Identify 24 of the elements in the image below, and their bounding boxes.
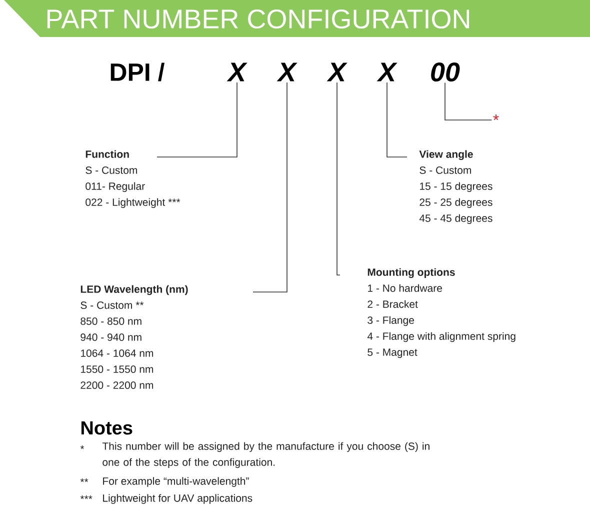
leader-line [386, 82, 408, 158]
option-list: Mounting options 1 - No hardware 2 - Bracket 3 - Flange 4 - Flange with alignment spring 5 - Magnet [367, 268, 516, 358]
note-marker: ** [80, 478, 88, 482]
asterisk-mark: * [493, 114, 499, 120]
code-character: X [326, 62, 348, 82]
note-marker: * [80, 445, 84, 450]
option-list: LED Wavelength (nm) S - Custom ** 850 - 850 nm 940 - 940 nm 1064 - 1064 nm 1550 - 1550 nm 2200 - 2200 nm [80, 285, 188, 389]
note-text: This number will be assigned by the manufacture if you choose (S) in one of the steps of the configuration. [102, 442, 430, 468]
leader-line [336, 82, 340, 276]
option-list: Function S - Custom 011- Regular 022 - Lightweight *** [86, 150, 180, 208]
title-banner: PART NUMBER CONFIGURATION [4, 0, 590, 37]
note-text: For example “multi-wavelength” [103, 477, 249, 487]
leader-line [156, 82, 238, 158]
notes-heading: Notes [81, 421, 132, 435]
leader-line [444, 82, 492, 120]
option-list: View angle S - Custom 15 - 15 degrees 25 - 25 degrees 45 - 45 degrees [419, 150, 492, 224]
code-character: X [376, 62, 398, 82]
code-character: X [276, 62, 298, 82]
note-text: Lightweight for UAV applications [103, 494, 252, 504]
code-prefix: DPI / [110, 62, 164, 82]
code-character: 00 [431, 62, 460, 82]
code-character: X [226, 62, 248, 82]
note-marker: *** [80, 495, 92, 500]
leader-line [252, 82, 288, 292]
